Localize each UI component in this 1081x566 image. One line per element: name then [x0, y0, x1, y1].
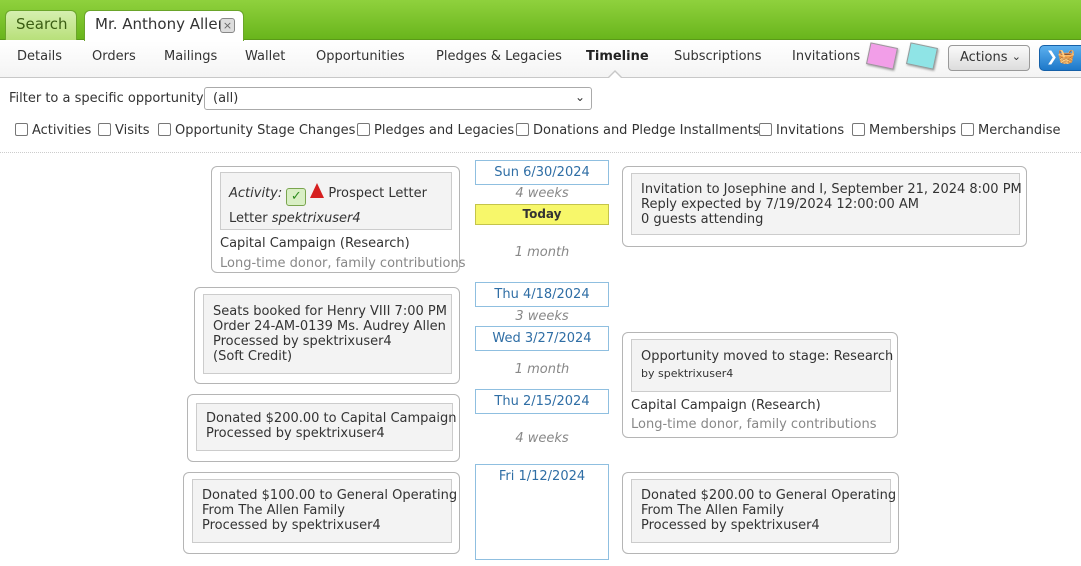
nav-opportunities[interactable]: Opportunities — [316, 49, 405, 64]
timeline-gap: 4 weeks — [515, 431, 569, 446]
donation-line-2: From The Allen Family — [202, 503, 345, 518]
timeline-date: Wed 3/27/2024 — [475, 326, 609, 351]
donation-card[interactable]: Donated $200.00 to Capital Campaign Proc… — [187, 394, 460, 462]
nav-timeline[interactable]: Timeline — [586, 49, 649, 64]
invitation-line-1: Invitation to Josephine and I, September… — [641, 182, 1022, 197]
nav-mailings[interactable]: Mailings — [164, 49, 218, 64]
checkbox-merchandise[interactable]: Merchandise — [961, 123, 1061, 138]
timeline-gap: 4 weeks — [515, 186, 569, 201]
activity-note: Long-time donor, family contributions — [220, 256, 466, 271]
close-icon[interactable]: × — [220, 18, 235, 33]
top-tab-bar: Search Mr. Anthony Allen × — [0, 0, 1081, 41]
sub-navigation: Details Orders Mailings Wallet Opportuni… — [0, 41, 1081, 78]
checkbox-donations[interactable]: Donations and Pledge Installments — [516, 123, 760, 138]
chevron-down-icon: ⌄ — [574, 90, 585, 104]
tab-customer[interactable]: Mr. Anthony Allen × — [84, 10, 244, 41]
nav-invitations[interactable]: Invitations — [792, 49, 861, 64]
timeline-date: Thu 4/18/2024 — [475, 282, 609, 307]
timeline-date: Fri 1/12/2024 — [475, 464, 609, 489]
order-line-1: Seats booked for Henry VIII 7:00 PM — [213, 304, 447, 319]
checkbox-invitations[interactable]: Invitations — [759, 123, 844, 138]
donation-line-1: Donated $100.00 to General Operating — [202, 488, 458, 503]
chevron-down-icon: ⌄ — [1011, 50, 1021, 63]
activity-user: spektrixuser4 — [271, 211, 361, 226]
timeline-gap: 3 weeks — [515, 309, 569, 324]
activity-title: Prospect Letter — [328, 186, 427, 201]
activity-card[interactable]: Activity: ✓ Prospect Letter Letter spektr… — [211, 166, 465, 273]
red-arrow-icon — [310, 183, 325, 198]
order-line-4: (Soft Credit) — [213, 349, 293, 364]
checkbox-stage-changes[interactable]: Opportunity Stage Changes — [158, 123, 355, 138]
checkbox-activities[interactable]: Activities — [15, 123, 91, 138]
invitation-line-3: 0 guests attending — [641, 212, 764, 227]
checkbox-pledges-legacies[interactable]: Pledges and Legacies — [357, 123, 514, 138]
nav-pledges-legacies[interactable]: Pledges & Legacies — [436, 49, 562, 64]
activity-type: Letter — [229, 211, 268, 226]
timeline-date: Sun 6/30/2024 — [475, 160, 609, 185]
basket-icon: 🧺 — [1057, 49, 1076, 65]
stage-line: Opportunity moved to stage: Research — [641, 349, 894, 364]
donation-line-3: Processed by spektrixuser4 — [202, 518, 381, 533]
invitation-card[interactable]: Invitation to Josephine and I, September… — [622, 166, 1027, 247]
filter-selected-value: (all) — [213, 91, 239, 106]
timeline-date: Thu 2/15/2024 — [475, 389, 609, 414]
active-tab-pointer-fill — [609, 72, 621, 78]
stage-note: Long-time donor, family contributions — [631, 417, 877, 432]
checkbox-memberships[interactable]: Memberships — [852, 123, 956, 138]
tab-search[interactable]: Search — [5, 10, 77, 40]
order-line-3: Processed by spektrixuser4 — [213, 334, 392, 349]
actions-label: Actions — [960, 50, 1008, 65]
tab-customer-label: Mr. Anthony Allen — [95, 15, 228, 33]
activity-campaign: Capital Campaign (Research) — [220, 236, 410, 251]
donation-card[interactable]: Donated $200.00 to General Operating Fro… — [622, 472, 899, 554]
donation-line-1: Donated $200.00 to General Operating — [641, 488, 897, 503]
order-line-2: Order 24-AM-0139 Ms. Audrey Allen — [213, 319, 446, 334]
timeline-gap: 1 month — [514, 362, 570, 377]
donation-line-1: Donated $200.00 to Capital Campaign — [206, 411, 457, 426]
invitation-line-2: Reply expected by 7/19/2024 12:00:00 AM — [641, 197, 919, 212]
nav-orders[interactable]: Orders — [92, 49, 136, 64]
chevron-right-icon: ❯ — [1046, 49, 1058, 65]
donation-line-2: Processed by spektrixuser4 — [206, 426, 385, 441]
actions-button[interactable]: Actions ⌄ — [948, 45, 1030, 71]
event-type-filters: Activities Visits Opportunity Stage Chan… — [0, 120, 1081, 153]
today-marker: Today — [475, 204, 609, 225]
basket-button[interactable]: ❯🧺 — [1039, 45, 1081, 71]
order-card[interactable]: Seats booked for Henry VIII 7:00 PM Orde… — [194, 287, 460, 384]
donation-line-2: From The Allen Family — [641, 503, 784, 518]
nav-wallet[interactable]: Wallet — [245, 49, 286, 64]
stage-user: by spektrixuser4 — [641, 367, 734, 380]
stage-change-card[interactable]: Opportunity moved to stage: Research by … — [622, 332, 898, 438]
filter-label: Filter to a specific opportunity: — [9, 91, 208, 106]
opportunity-filter-select[interactable]: (all) ⌄ — [204, 87, 592, 110]
donation-card[interactable]: Donated $100.00 to General Operating Fro… — [183, 472, 460, 554]
donation-line-3: Processed by spektrixuser4 — [641, 518, 820, 533]
activity-label: Activity: — [229, 186, 283, 201]
stage-campaign: Capital Campaign (Research) — [631, 398, 821, 413]
checkbox-visits[interactable]: Visits — [98, 123, 149, 138]
timeline-gap: 1 month — [514, 245, 570, 260]
nav-subscriptions[interactable]: Subscriptions — [674, 49, 762, 64]
nav-details[interactable]: Details — [17, 49, 63, 64]
checkmark-icon: ✓ — [286, 188, 307, 206]
